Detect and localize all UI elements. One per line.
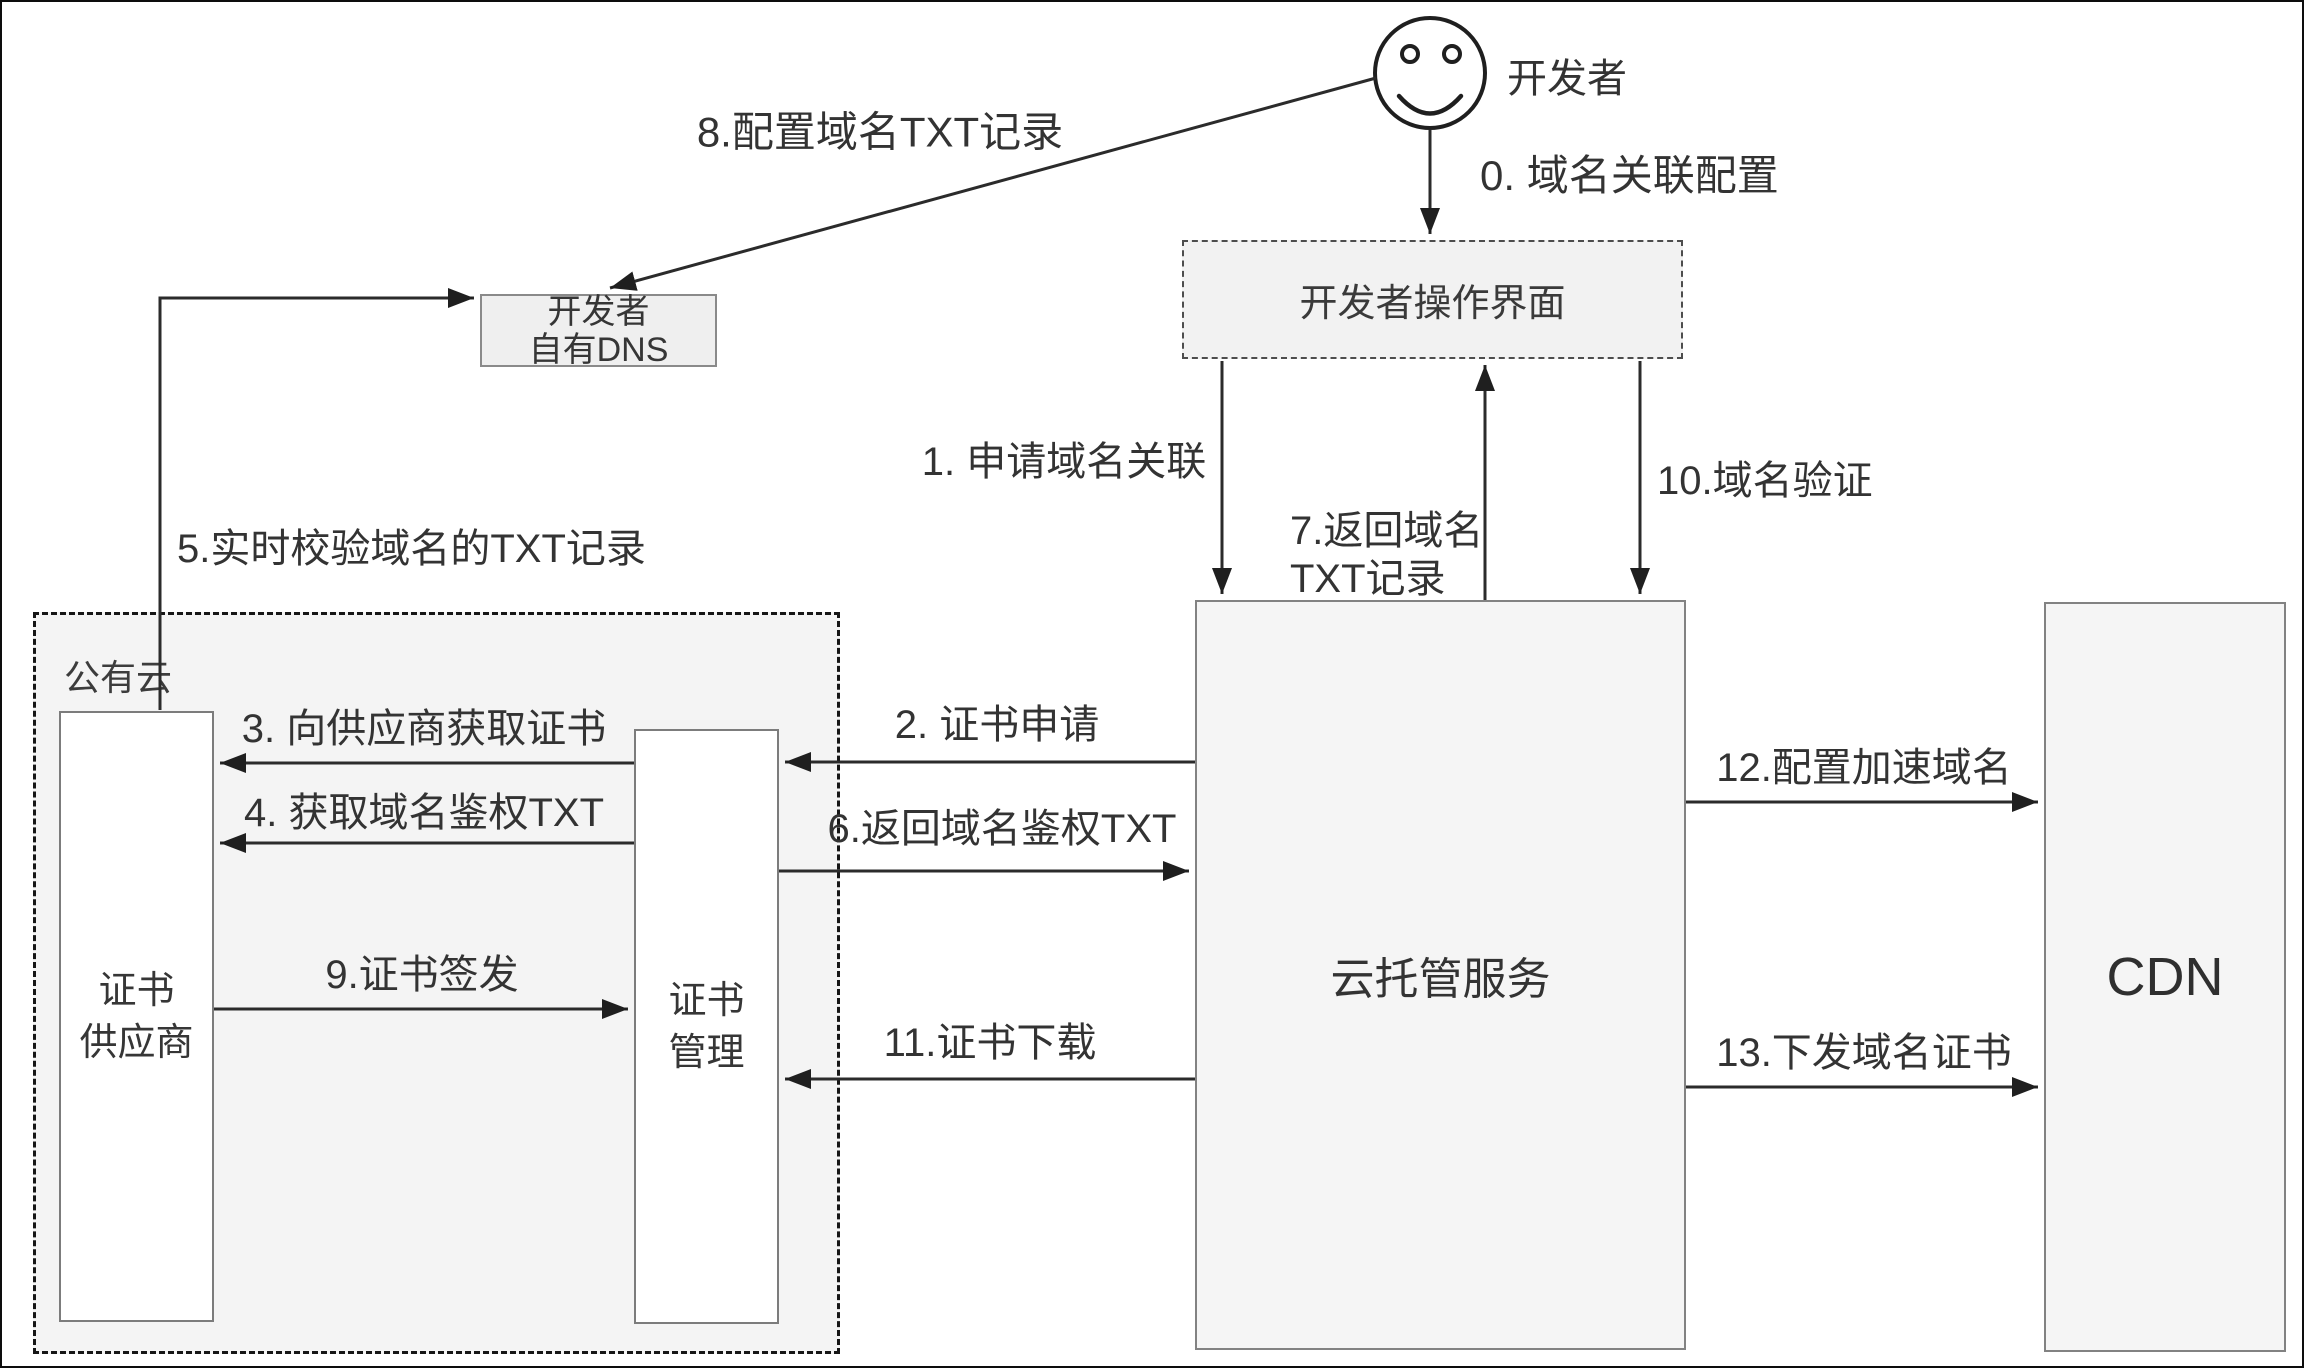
developer-smile	[1396, 93, 1464, 116]
flow-label-0: 0. 域名关联配置	[1480, 152, 1779, 199]
flow-label-13: 13.下发域名证书	[1716, 1031, 2012, 1075]
flow-label-8: 8.配置域名TXT记录	[696, 108, 1064, 156]
developer-eye-right	[1442, 44, 1462, 64]
cdn-label: CDN	[2106, 947, 2224, 1007]
flow-label-2: 2. 证书申请	[894, 703, 1100, 747]
developer-console-label: 开发者操作界面	[1299, 283, 1566, 325]
flow-label-7: 7.返回域名 TXT记录	[1290, 509, 1484, 601]
developer-dns-label: 开发者 自有DNS	[528, 292, 669, 369]
flow-label-9: 9.证书签发	[325, 953, 519, 997]
cloud-hosting-label: 云托管服务	[1330, 955, 1551, 1004]
flow-label-4: 4. 获取域名鉴权TXT	[243, 791, 605, 835]
developer-console-box: 开发者操作界面	[1182, 240, 1683, 359]
developer-icon	[1373, 16, 1487, 130]
cdn-box: CDN	[2044, 602, 2286, 1352]
public-cloud-label: 公有云	[64, 657, 173, 698]
flow-label-11: 11.证书下载	[883, 1021, 1097, 1065]
flow-label-5: 5.实时校验域名的TXT记录	[177, 527, 646, 571]
flow-label-3: 3. 向供应商获取证书	[241, 707, 607, 751]
flow-label-10: 10.域名验证	[1657, 459, 1873, 503]
cloud-hosting-box: 云托管服务	[1195, 600, 1686, 1350]
flow-label-1: 1. 申请域名关联	[921, 440, 1207, 484]
flow-label-6: 6.返回域名鉴权TXT	[827, 807, 1177, 851]
cert-provider-box: 证书 供应商	[59, 711, 214, 1322]
cert-manager-label: 证书 管理	[668, 979, 745, 1074]
developer-actor-label: 开发者	[1507, 57, 1627, 101]
developer-dns-box: 开发者 自有DNS	[480, 292, 717, 369]
cert-provider-label: 证书 供应商	[79, 969, 194, 1064]
flow-label-12: 12.配置加速域名	[1716, 746, 2012, 790]
developer-eye-left	[1400, 44, 1420, 64]
cert-manager-box: 证书 管理	[634, 729, 779, 1324]
